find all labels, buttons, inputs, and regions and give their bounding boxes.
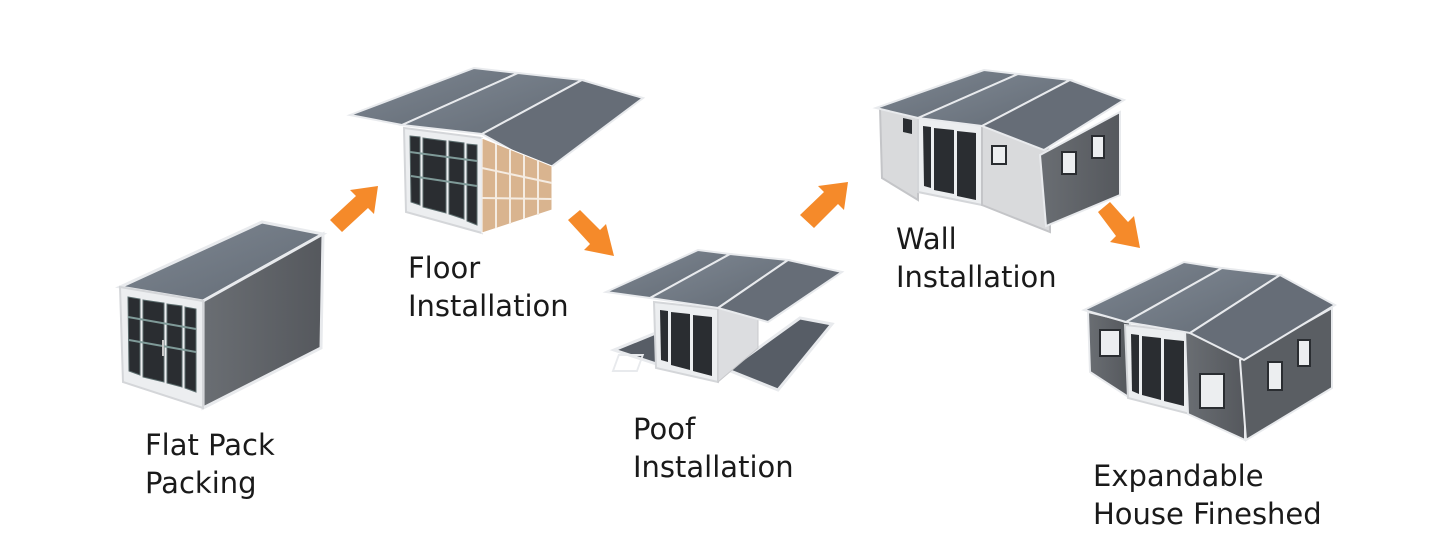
roof-install-icon	[602, 248, 845, 392]
floor-unfold-icon	[346, 66, 646, 235]
step-label-wall: Wall Installation	[896, 220, 1057, 296]
step-label-line-2: Installation	[896, 260, 1057, 294]
step-label-line-2: House Fineshed	[1093, 497, 1322, 531]
step-label-line-2: Installation	[633, 450, 794, 484]
step-label-line-1: Poof	[633, 412, 696, 446]
finished-house-icon	[1081, 260, 1338, 442]
orange-arrow-icon	[568, 210, 614, 256]
wall-install-icon	[872, 68, 1127, 234]
orange-arrow-icon	[800, 182, 848, 228]
step-label-line-1: Expandable	[1093, 459, 1264, 493]
flat-pack-container-icon	[114, 220, 328, 411]
step-label-finished: Expandable House Fineshed	[1093, 457, 1322, 533]
orange-arrow-icon	[330, 186, 378, 232]
step-label-line-2: Packing	[145, 466, 257, 500]
step-label-line-1: Flat Pack	[145, 428, 275, 462]
step-label-roof: Poof Installation	[633, 410, 794, 486]
step-label-line-2: Installation	[408, 289, 569, 323]
step-label-floor: Floor Installation	[408, 249, 569, 325]
step-label-line-1: Floor	[408, 251, 481, 285]
step-label-flat-pack: Flat Pack Packing	[145, 426, 275, 502]
step-label-line-1: Wall	[896, 222, 957, 256]
orange-arrow-icon	[1098, 202, 1140, 248]
